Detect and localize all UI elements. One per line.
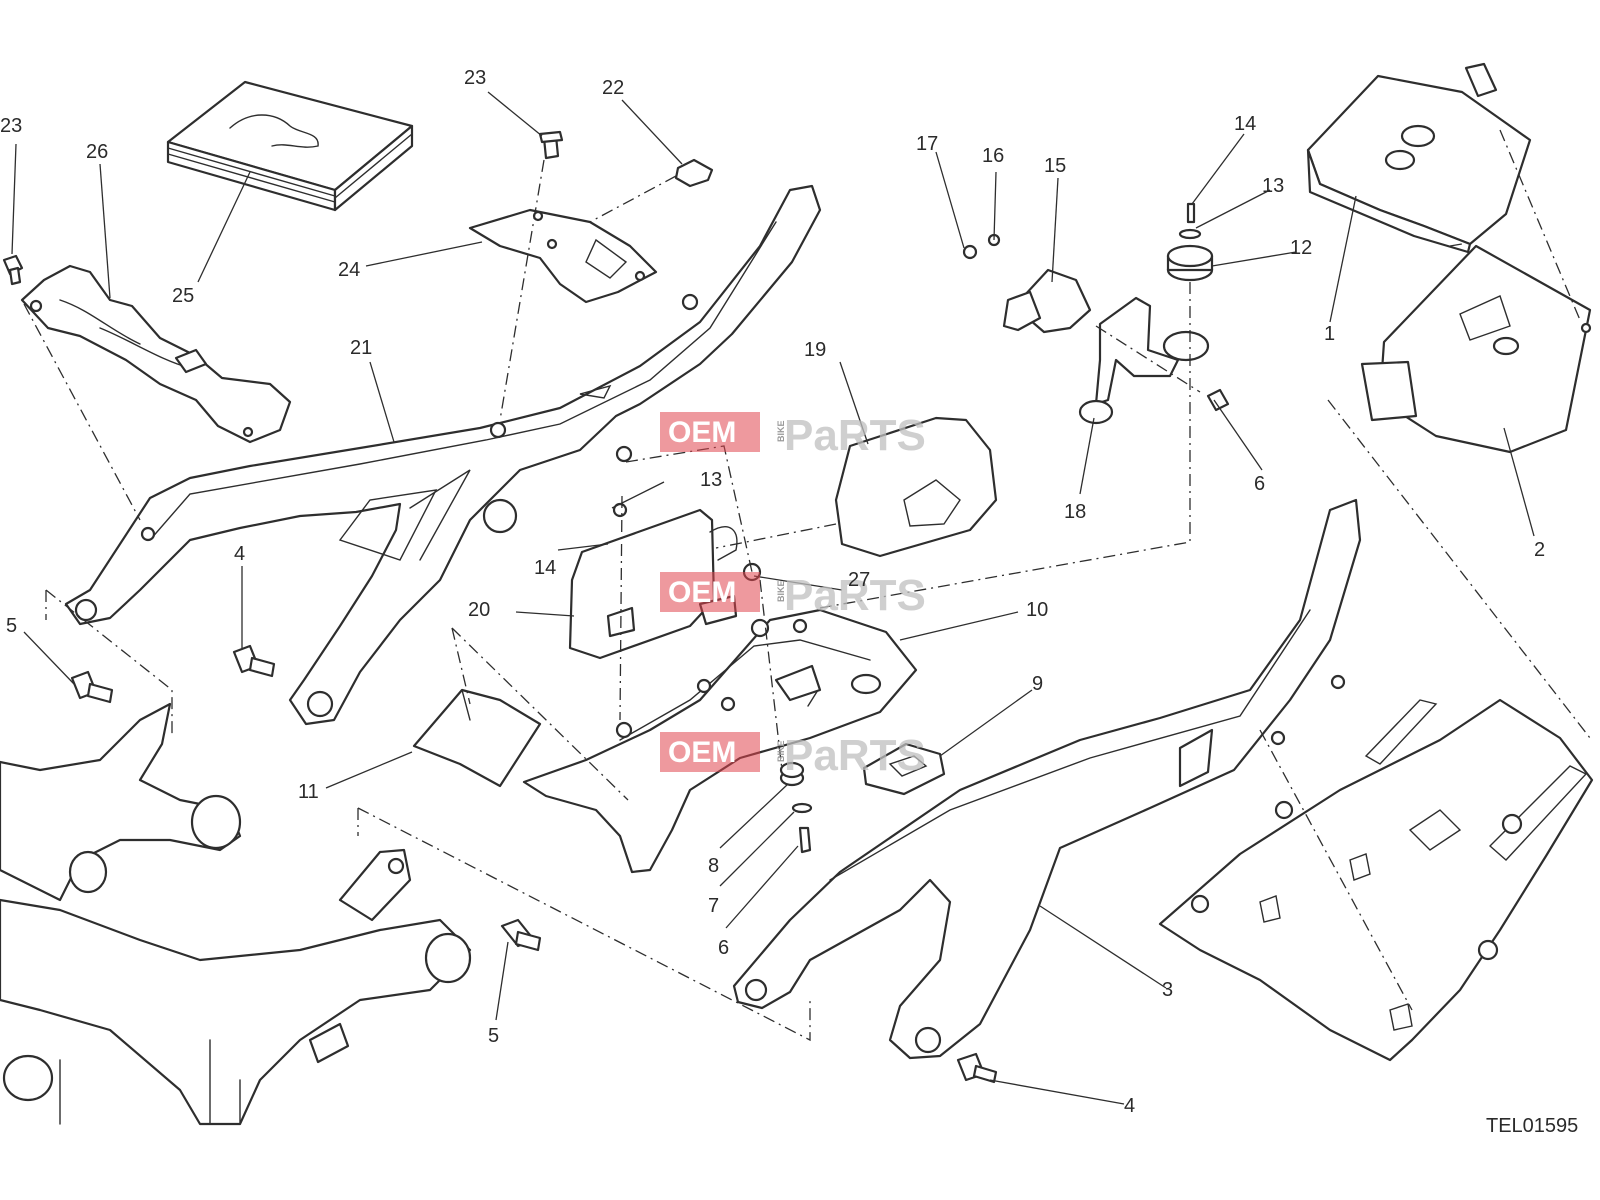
callout-labels: 23 26 25 23 22 24 21 4 5 11 20 14 13 27 …: [0, 67, 1545, 1117]
part-9-cover: [862, 742, 946, 796]
part-18-bracket: [1078, 296, 1210, 425]
callout-21: 21: [350, 337, 372, 359]
callout-25: 25: [172, 285, 194, 307]
part-15-sensor: [962, 233, 1092, 334]
callout-14: 14: [1234, 113, 1256, 135]
watermark-left-text: OEM: [668, 736, 736, 769]
watermark-right-text: PaRTS: [784, 571, 926, 620]
watermark-middle-text: BIKE: [776, 580, 786, 602]
drawing-code: TEL01595: [1486, 1115, 1578, 1137]
part-26-bracket: [2, 254, 292, 444]
callout-6: 6: [1254, 473, 1265, 495]
part-1-ecu-cover: [1306, 62, 1532, 254]
leader-lines: [11, 91, 1535, 1105]
callout-4: 4: [234, 543, 245, 565]
callout-8: 8: [708, 855, 719, 877]
callout-1: 1: [1324, 323, 1335, 345]
part-3-frame: [732, 498, 1362, 1060]
callout-12: 12: [1290, 237, 1312, 259]
part-5-bolts: [70, 670, 542, 952]
callout-14: 14: [534, 557, 556, 579]
callout-13: 13: [700, 469, 722, 491]
callout-26: 26: [86, 141, 108, 163]
callout-27: 27: [848, 569, 870, 591]
callout-19: 19: [804, 339, 826, 361]
callout-10: 10: [1026, 599, 1048, 621]
callout-5: 5: [488, 1025, 499, 1047]
watermark-middle-text: BIKE: [776, 740, 786, 762]
callout-23: 23: [464, 67, 486, 89]
callout-23: 23: [0, 115, 22, 137]
part-wiring-tray: [1158, 698, 1594, 1062]
callout-17: 17: [916, 133, 938, 155]
callout-9: 9: [1032, 673, 1043, 695]
part-25-manual: [166, 80, 414, 212]
callout-24: 24: [338, 259, 360, 281]
callout-7: 7: [708, 895, 719, 917]
part-main-frame: [0, 702, 472, 1126]
watermark-right-text: PaRTS: [784, 411, 926, 460]
callout-20: 20: [468, 599, 490, 621]
watermark-right-text: PaRTS: [784, 731, 926, 780]
watermark-left-text: OEM: [668, 576, 736, 609]
callout-6: 6: [718, 937, 729, 959]
watermark-top: OEM BIKE PaRTS: [660, 411, 926, 460]
callout-2: 2: [1534, 539, 1545, 561]
callout-18: 18: [1064, 501, 1086, 523]
callout-16: 16: [982, 145, 1004, 167]
callout-4: 4: [1124, 1095, 1135, 1117]
watermark-bottom: OEM BIKE PaRTS: [660, 731, 926, 780]
watermark-mid: OEM BIKE PaRTS: [660, 571, 926, 620]
assembly-lines: [23, 129, 1591, 1042]
part-19-module: [834, 416, 998, 558]
part-11-shield: [412, 688, 542, 788]
callout-11: 11: [298, 781, 319, 803]
callout-15: 15: [1044, 155, 1066, 177]
part-12-grommet: [1166, 202, 1214, 282]
callout-22: 22: [602, 77, 624, 99]
callout-13: 13: [1262, 175, 1284, 197]
watermark-left-text: OEM: [668, 416, 736, 449]
part-21-subframe: [64, 184, 822, 726]
part-8-grommet: [779, 388, 1230, 854]
callout-3: 3: [1162, 979, 1173, 1001]
part-4-bolts: [232, 644, 998, 1084]
watermark-middle-text: BIKE: [776, 420, 786, 442]
part-24-plate: [468, 130, 714, 304]
callout-5: 5: [6, 615, 17, 637]
part-2-ecu: [1360, 244, 1592, 454]
